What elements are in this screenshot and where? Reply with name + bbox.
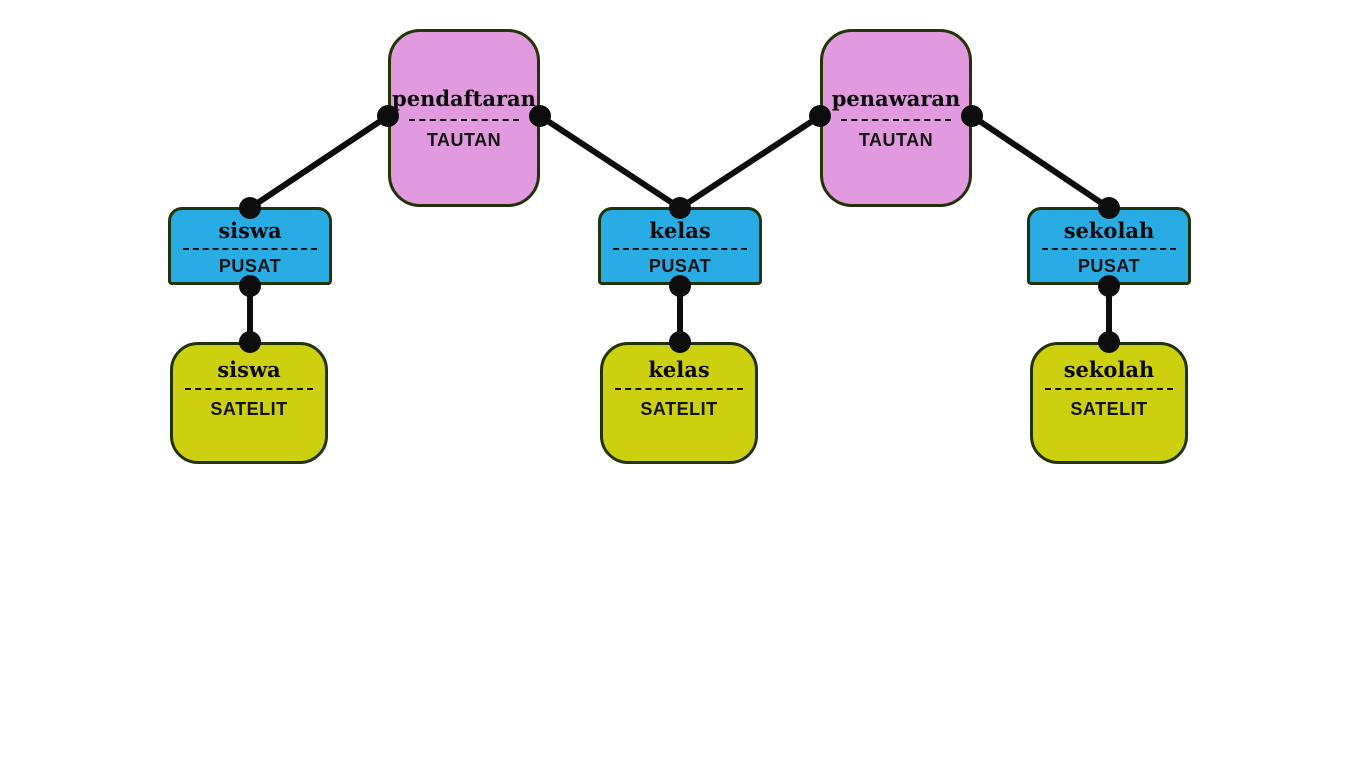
node-subtitle: PUSAT [1077,256,1141,277]
node-divider [185,388,313,391]
node-title: siswa [217,357,281,382]
node-subtitle: SATELIT [640,399,718,420]
node-divider [841,118,951,121]
node-title: penawaran [831,86,961,112]
node-penawaran-tautan: penawaran TAUTAN [820,29,972,207]
node-divider [613,248,747,251]
node-siswa-pusat: siswa PUSAT [168,207,332,285]
node-sekolah-satelit: sekolah SATELIT [1030,342,1188,464]
node-divider [183,248,317,251]
connector-line-pendaftaran-kelas [537,113,683,211]
node-subtitle: TAUTAN [426,129,502,150]
node-title: siswa [218,217,282,243]
node-divider [1045,388,1173,391]
node-subtitle: SATELIT [1070,399,1148,420]
node-title: pendaftaran [392,86,536,112]
node-subtitle: SATELIT [210,399,288,420]
node-siswa-satelit: siswa SATELIT [170,342,328,464]
node-kelas-pusat: kelas PUSAT [598,207,762,285]
connector-line-penawaran-kelas [677,113,823,211]
connector-line-penawaran-sekolah [969,113,1112,211]
node-title: sekolah [1063,217,1155,243]
node-title: sekolah [1063,357,1155,382]
node-title: kelas [648,357,710,382]
node-sekolah-pusat: sekolah PUSAT [1027,207,1191,285]
connector-line-pendaftaran-siswa [247,113,391,211]
node-kelas-satelit: kelas SATELIT [600,342,758,464]
node-subtitle: TAUTAN [858,129,934,150]
node-divider [1042,248,1176,251]
node-title: kelas [649,217,711,243]
node-subtitle: PUSAT [218,256,282,277]
node-subtitle: PUSAT [648,256,712,277]
node-divider [409,118,519,121]
node-divider [615,388,743,391]
node-pendaftaran-tautan: pendaftaran TAUTAN [388,29,540,207]
